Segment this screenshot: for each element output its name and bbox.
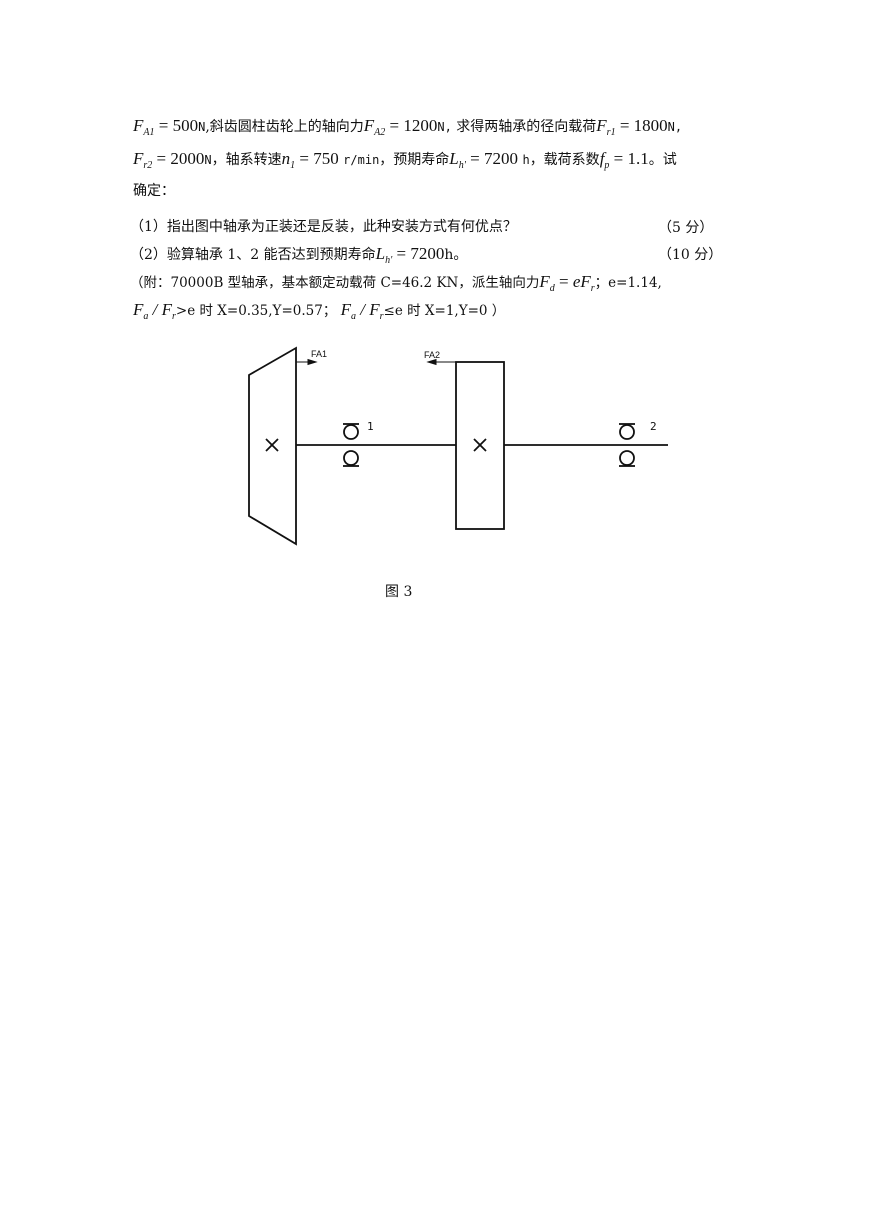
- symbol-efr: eFr: [572, 272, 595, 294]
- fa2-arrowhead-icon: [426, 358, 437, 366]
- bevel-gear-cross-icon: [265, 438, 279, 452]
- symbol-lh-q2: Lh': [375, 244, 393, 266]
- problem-line-1: FA1 = 500N,斜齿圆柱齿轮上的轴向力FA2 = 1200N, 求得两轴承…: [133, 116, 683, 138]
- question-1: （1）指出图中轴承为正装还是反装，此种安装方式有何优点？: [130, 217, 517, 237]
- question-1-text: （1）指出图中轴承为正装还是反装，此种安装方式有何优点？: [130, 219, 517, 235]
- line3-text: 确定：: [133, 183, 175, 199]
- question-2-score: （10 分）: [658, 247, 723, 263]
- question-2-text-a: （2）验算轴承 1、2 能否达到预期寿命: [130, 247, 376, 263]
- line2-text-d: 。试: [648, 152, 677, 168]
- line2-text-a: ，轴系转速: [211, 152, 282, 168]
- symbol-fr1: Fr1: [596, 116, 616, 138]
- fa2-value: 1200: [403, 116, 438, 135]
- fa1-arrowhead-icon: [307, 358, 318, 366]
- note-1-text-b: ；e=1.14,: [594, 275, 662, 291]
- bearing-2-icon: [619, 423, 635, 467]
- note-line-2: Fa / Fr>e 时 X=0.35,Y=0.57； Fa / Fr≤e 时 X…: [133, 300, 505, 323]
- bearing-1-label: 1: [367, 420, 374, 433]
- note-2-le: ≤e 时 X=1,Y=0 ）: [383, 303, 506, 319]
- bearing-2-label: 2: [650, 420, 657, 433]
- line1-text-b: 求得两轴承的径向载荷: [456, 119, 597, 135]
- fp-value: 1.1: [627, 149, 649, 168]
- fa1-value: 500: [172, 116, 199, 135]
- bearing-1-icon: [343, 423, 359, 467]
- question-2: （2）验算轴承 1、2 能否达到预期寿命Lh' = 7200h。: [130, 244, 468, 266]
- symbol-fa2: FA2: [363, 116, 386, 138]
- helical-gear-cross-icon: [473, 438, 487, 452]
- bevel-gear: [248, 346, 297, 546]
- line1-text-a: ,斜齿圆柱齿轮上的轴向力: [205, 119, 364, 135]
- symbol-fa-over-fr-2: Fa / Fr: [336, 300, 384, 322]
- problem-line-2: Fr2 = 2000N，轴系转速n1 = 750 r/min，预期寿命Lh' =…: [133, 149, 677, 171]
- note-2-gt: >e 时 X=0.35,Y=0.57；: [175, 303, 337, 319]
- fr1-unit: N,: [667, 120, 683, 134]
- note-1-text-a: （附：70000B 型轴承，基本额定动载荷 C=46.2 KN，派生轴向力: [130, 275, 540, 291]
- figure-caption: 图 3: [385, 584, 413, 600]
- problem-line-3: 确定：: [133, 181, 175, 201]
- symbol-fa-over-fr-1: Fa / Fr: [133, 300, 176, 322]
- q2-lh-value: 7200: [410, 244, 445, 263]
- fr2-value: 2000: [170, 149, 205, 168]
- shaft-diagram: FA1 FA2 1 2: [248, 346, 668, 546]
- helical-gear: [455, 361, 505, 530]
- symbol-fa1: FA1: [133, 116, 155, 138]
- lh-unit: h: [522, 153, 530, 167]
- fa2-unit: N,: [437, 120, 452, 134]
- symbol-n1: n1: [281, 149, 296, 171]
- line2-text-c: ，载荷系数: [529, 152, 600, 168]
- note-line-1: （附：70000B 型轴承，基本额定动载荷 C=46.2 KN，派生轴向力Fd …: [130, 272, 662, 294]
- fr1-value: 1800: [633, 116, 668, 135]
- symbol-lh: Lh': [449, 149, 466, 171]
- lh-value: 7200: [484, 149, 518, 168]
- fa1-label: FA1: [311, 349, 327, 359]
- question-2-text-b: h。: [444, 247, 468, 263]
- symbol-fr2: Fr2: [133, 149, 153, 171]
- fa1-unit: N: [198, 120, 206, 134]
- fr2-unit: N: [204, 153, 212, 167]
- symbol-fd: Fd: [539, 272, 555, 294]
- line2-text-b: ，预期寿命: [379, 152, 450, 168]
- question-1-score: （5 分）: [658, 220, 714, 236]
- n1-value: 750: [313, 149, 339, 168]
- symbol-fp: fp: [599, 149, 610, 171]
- n1-unit: r/min: [343, 153, 380, 167]
- fa2-label: FA2: [424, 350, 440, 360]
